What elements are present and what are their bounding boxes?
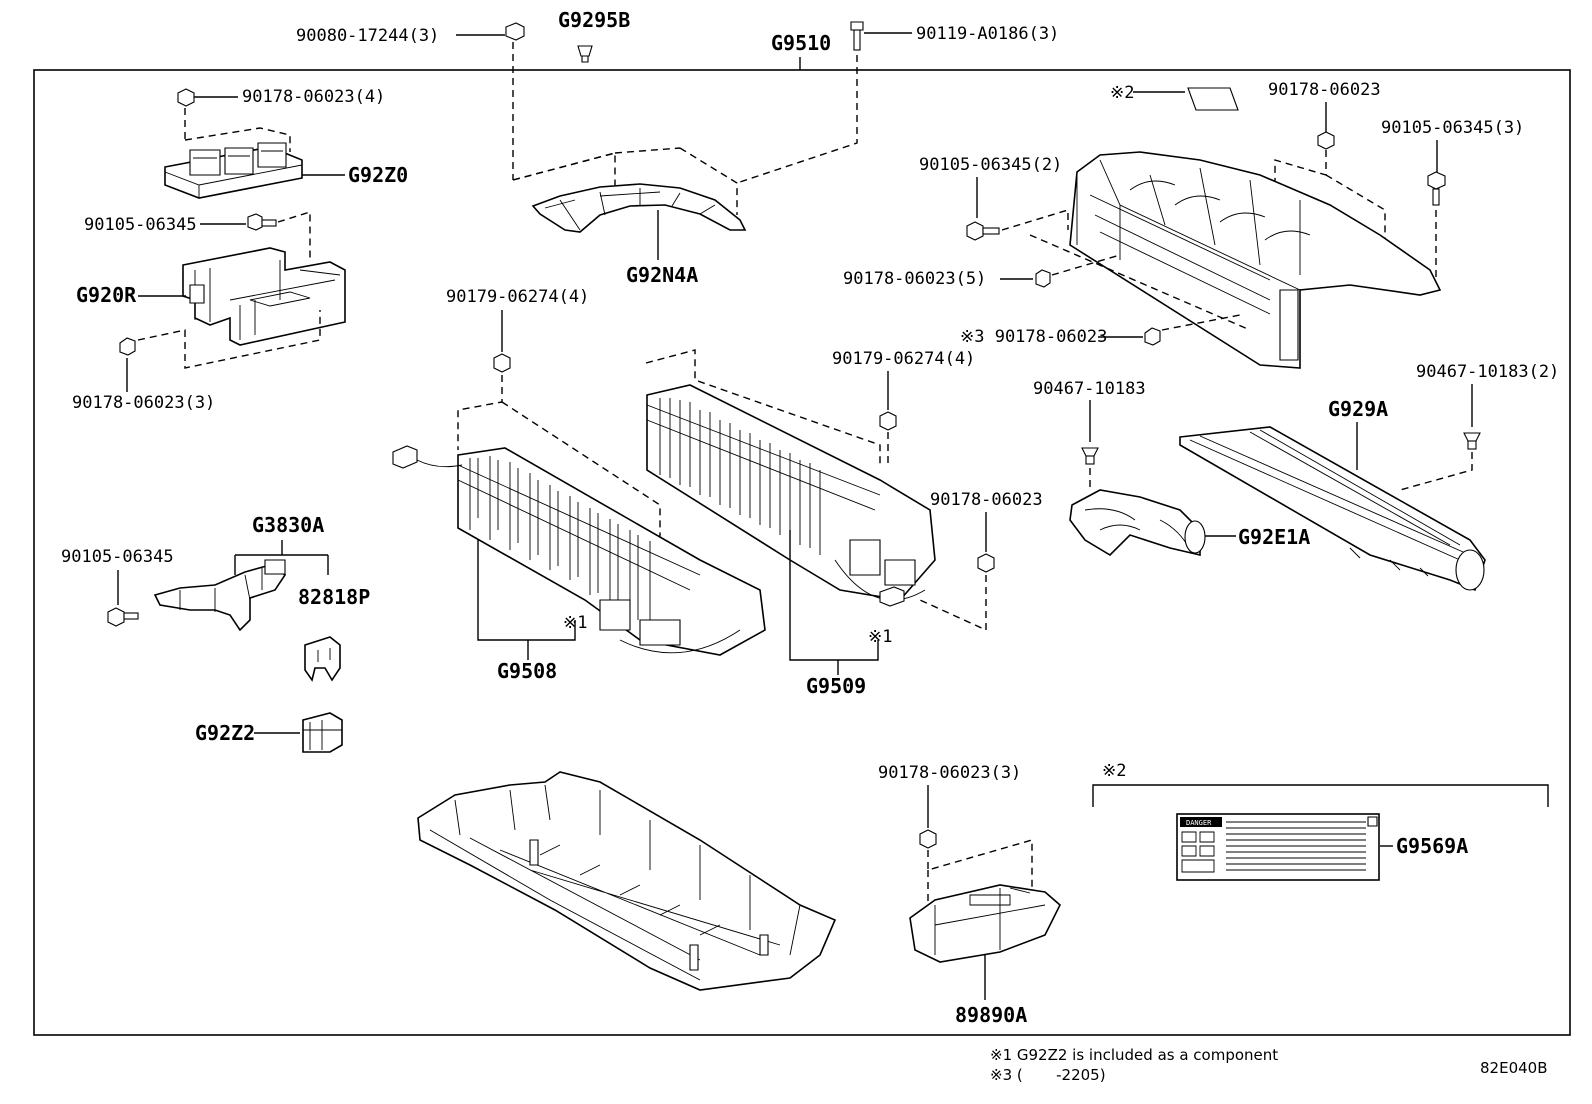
leader-90179-a2 (457, 375, 661, 560)
leader-90119 (736, 55, 858, 184)
nut-90179-06274-a[interactable] (493, 353, 511, 373)
bolt-90105-06345-3[interactable] (1427, 171, 1446, 206)
nut-90080-17244[interactable] (456, 22, 525, 41)
connector-g9508[interactable] (392, 445, 463, 469)
label-ref2-bottom[interactable]: ※2 (1102, 761, 1126, 781)
clip-g9295b[interactable] (577, 45, 593, 63)
nut-90178-06023-3b[interactable] (919, 829, 937, 849)
label-90178-06023-3a[interactable]: 90178-06023(3) (72, 393, 215, 413)
clip-90467-10183[interactable] (1081, 447, 1099, 465)
label-90467-10183-2[interactable]: 90467-10183(2) (1416, 362, 1559, 382)
label-90178-06023-4[interactable]: 90178-06023(4) (242, 87, 385, 107)
label-ref1-a[interactable]: ※1 (563, 613, 587, 633)
label-89890a[interactable]: 89890A (955, 1003, 1027, 1027)
label-90105-06345-a[interactable]: 90105-06345 (84, 215, 197, 235)
bracket-g920r[interactable] (182, 247, 346, 346)
control-module-89890a[interactable] (909, 884, 1061, 963)
fuse-82818p[interactable] (304, 636, 341, 682)
leader-90178-ref3b (1161, 314, 1241, 331)
label-g929a[interactable]: G929A (1328, 397, 1388, 421)
label-90178-06023-ref3[interactable]: ※3 90178-06023 (960, 327, 1107, 347)
leader-90105-a2 (277, 211, 311, 262)
nut-90178-06023-4[interactable] (177, 88, 238, 107)
battery-cover-g9510[interactable] (1069, 151, 1442, 369)
label-g92z2[interactable]: G92Z2 (195, 721, 255, 745)
nut-90178-06023-5[interactable] (1035, 269, 1051, 288)
caution-label-g9569a[interactable]: DANGER (1176, 813, 1380, 881)
air-duct-g92e1a[interactable] (1069, 489, 1206, 557)
leader-g92z0-bolts (184, 108, 291, 152)
label-g9508[interactable]: G9508 (497, 659, 557, 683)
label-g9569a[interactable]: G9569A (1396, 834, 1468, 858)
label-90080-17244[interactable]: 90080-17244(3) (296, 26, 439, 46)
label-g92e1a[interactable]: G92E1A (1238, 525, 1310, 549)
label-90179-06274-4b[interactable]: 90179-06274(4) (832, 349, 975, 369)
leader-90105-2b (1001, 209, 1069, 231)
label-90105-06345-b[interactable]: 90105-06345 (61, 547, 174, 567)
label-90178-06023-5[interactable]: 90178-06023(5) (843, 269, 986, 289)
bolt-90105-06345-b[interactable] (107, 607, 139, 627)
label-90105-06345-2[interactable]: 90105-06345(2) (919, 155, 1062, 175)
diagram-code: 82E040B (1480, 1059, 1548, 1077)
battery-module-g9509[interactable] (646, 384, 936, 601)
bolt-90105-06345-2[interactable] (966, 221, 1000, 241)
bolt-90119-a0186[interactable] (850, 21, 912, 51)
label-g9510[interactable]: G9510 (771, 31, 831, 55)
connector-bracket-g3830a[interactable] (153, 559, 287, 632)
label-90467-10183[interactable]: 90467-10183 (1033, 379, 1146, 399)
duct-cover-g92n4a[interactable] (531, 183, 747, 233)
nut-90178-06023-top[interactable] (1317, 131, 1335, 150)
label-90179-06274-4a[interactable]: 90179-06274(4) (446, 287, 589, 307)
label-g920r[interactable]: G920R (76, 283, 137, 307)
leader-90178-5b (1029, 234, 1251, 331)
leader-90178-3a (137, 310, 321, 369)
air-duct-g929a[interactable] (1179, 426, 1486, 592)
leader-90178-3b2 (927, 839, 1033, 910)
label-90178-06023-mid[interactable]: 90178-06023 (930, 490, 1043, 510)
nut-90178-06023-3a[interactable] (119, 337, 136, 356)
nut-90178-06023-ref3[interactable] (1144, 327, 1161, 346)
danger-word: DANGER (1186, 819, 1212, 827)
leader-90178-mid2 (919, 575, 987, 632)
label-g9509[interactable]: G9509 (806, 674, 866, 698)
label-sticker-top[interactable] (1187, 87, 1239, 111)
label-90178-06023-3b[interactable]: 90178-06023(3) (878, 763, 1021, 783)
footnote-1: ※1 G92Z2 is included as a component (990, 1046, 1278, 1064)
clip-90467-10183-2[interactable] (1463, 432, 1481, 450)
junction-block-g92z0[interactable] (164, 142, 303, 199)
label-g92z0[interactable]: G92Z0 (348, 163, 408, 187)
footnote-3: ※3 ( -2205) (990, 1066, 1106, 1084)
label-g9295b[interactable]: G9295B (558, 8, 630, 32)
plug-g92z2[interactable] (302, 712, 343, 753)
label-82818p[interactable]: 82818P (298, 585, 370, 609)
connector-g9509[interactable] (879, 586, 905, 607)
battery-tray[interactable] (417, 771, 837, 991)
nut-90179-06274-b[interactable] (879, 411, 897, 431)
diagram-frame (33, 69, 1571, 1036)
bracket-g9509 (789, 530, 879, 661)
bracket-ref2 (1092, 784, 1549, 807)
label-g92n4a[interactable]: G92N4A (626, 263, 698, 287)
label-90105-06345-3[interactable]: 90105-06345(3) (1381, 118, 1524, 138)
danger-header (1180, 817, 1222, 827)
leader-90467-2b (1399, 452, 1473, 491)
nut-90178-06023-mid[interactable] (977, 553, 995, 573)
label-g3830a[interactable]: G3830A (252, 513, 324, 537)
bolt-90105-06345-a[interactable] (247, 213, 277, 231)
leader-g92n4a-box (512, 147, 738, 215)
bracket-g9508 (477, 540, 576, 641)
label-ref1-b[interactable]: ※1 (868, 627, 892, 647)
label-90178-06023-top[interactable]: 90178-06023 (1268, 80, 1381, 100)
label-90119-a0186[interactable]: 90119-A0186(3) (916, 24, 1059, 44)
battery-module-g9508[interactable] (457, 447, 766, 656)
bracket-g3830a (234, 540, 329, 575)
label-ref2-top[interactable]: ※2 (1110, 83, 1134, 103)
